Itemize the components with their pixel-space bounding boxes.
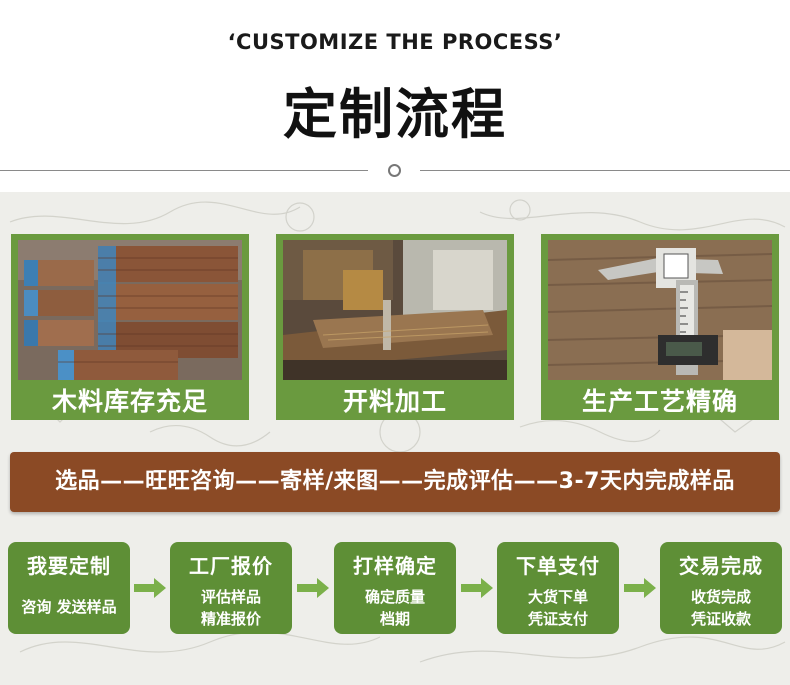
step-detail: 大货下单 bbox=[527, 588, 588, 606]
feature-card-label: 生产工艺精确 bbox=[581, 387, 738, 416]
feature-card-label: 开料加工 bbox=[342, 387, 447, 416]
header-section: ‘CUSTOMIZE THE PROCESS’ 定制流程 bbox=[0, 0, 790, 192]
step-detail: 咨询 发送样品 bbox=[21, 598, 117, 616]
feature-card-cutting: 开料加工 bbox=[276, 234, 514, 420]
caliper-measuring-photo bbox=[548, 240, 772, 380]
process-step-quote: 工厂报价 评估样品 精准报价 bbox=[170, 542, 292, 634]
process-step-sample: 打样确定 确定质量 档期 bbox=[334, 542, 456, 634]
step-title: 打样确定 bbox=[353, 554, 437, 578]
arrow-right-icon bbox=[134, 578, 166, 598]
arrow-right-icon bbox=[297, 578, 329, 598]
process-banner: 选品——旺旺咨询——寄样/来图——完成评估——3-7天内完成样品 bbox=[10, 452, 780, 512]
arrow-right-icon bbox=[461, 578, 493, 598]
step-detail: 收货完成 bbox=[690, 588, 751, 606]
lumber-stack-photo bbox=[18, 240, 242, 380]
step-detail: 精准报价 bbox=[200, 610, 261, 628]
step-detail: 档期 bbox=[379, 610, 410, 628]
step-title: 我要定制 bbox=[27, 554, 111, 578]
process-step-complete: 交易完成 收货完成 凭证收款 bbox=[660, 542, 782, 634]
section-subtitle: ‘CUSTOMIZE THE PROCESS’ bbox=[227, 30, 563, 54]
divider-left bbox=[0, 170, 368, 171]
step-title: 交易完成 bbox=[679, 554, 763, 578]
section-title: 定制流程 bbox=[283, 83, 507, 146]
step-detail: 凭证支付 bbox=[527, 610, 588, 628]
step-title: 下单支付 bbox=[516, 554, 600, 578]
sawmill-machine-photo bbox=[283, 240, 507, 380]
step-detail: 确定质量 bbox=[364, 588, 425, 606]
feature-card-lumber: 木料库存充足 bbox=[11, 234, 249, 420]
process-step-order: 下单支付 大货下单 凭证支付 bbox=[497, 542, 619, 634]
feature-card-label: 木料库存充足 bbox=[51, 387, 208, 416]
step-title: 工厂报价 bbox=[189, 554, 273, 578]
divider-right bbox=[420, 170, 790, 171]
feature-card-precision: 生产工艺精确 bbox=[541, 234, 779, 420]
arrow-right-icon bbox=[624, 578, 656, 598]
step-detail: 评估样品 bbox=[200, 588, 261, 606]
divider-circle-icon bbox=[388, 164, 401, 177]
step-detail: 凭证收款 bbox=[690, 610, 751, 628]
process-step-custom: 我要定制 咨询 发送样品 bbox=[8, 542, 130, 634]
